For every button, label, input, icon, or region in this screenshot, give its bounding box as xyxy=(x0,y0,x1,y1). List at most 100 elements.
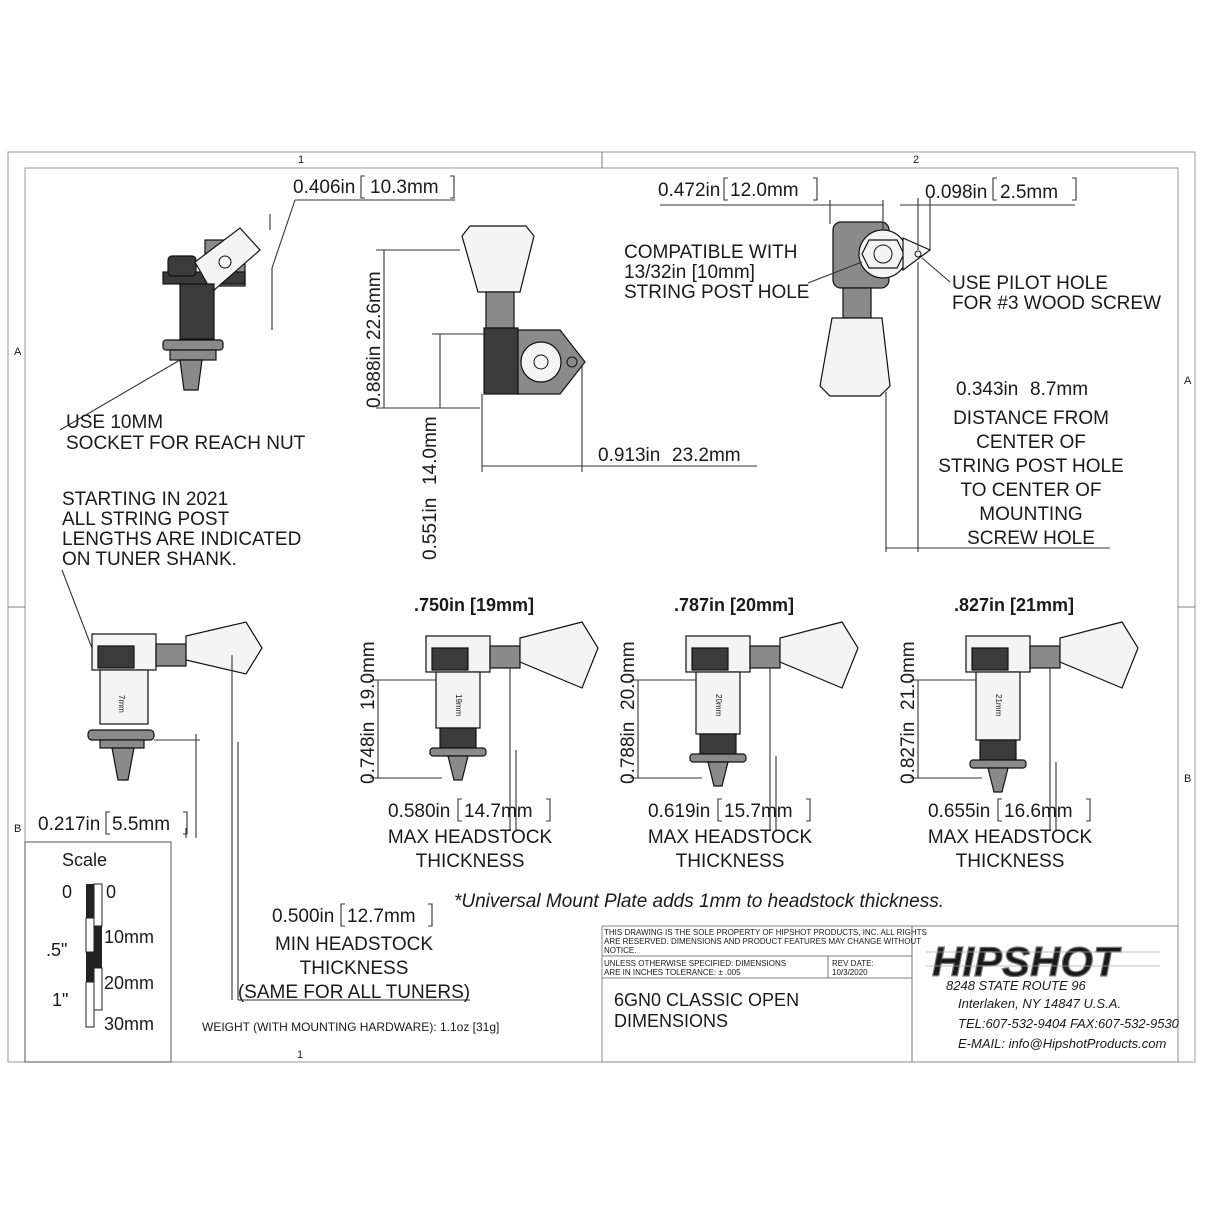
gear-icon xyxy=(97,645,135,669)
tuner-post-end xyxy=(179,359,203,391)
washer xyxy=(429,747,487,757)
tuner-neck xyxy=(485,291,515,329)
tuner-top-center-view xyxy=(461,225,586,395)
tuner-shank xyxy=(695,671,741,735)
distance-mm: 8.7mm xyxy=(1030,379,1088,400)
variant-height-mm: 21.0mm xyxy=(898,641,919,710)
tuner-neck xyxy=(489,645,521,669)
tolerance-line-2: ARE IN INCHES TOLERANCE: ± .005 xyxy=(604,968,741,977)
tuner-top-right-view xyxy=(819,221,932,397)
bracket xyxy=(457,798,551,822)
variant-label-line-1: MAX HEADSTOCK xyxy=(928,827,1093,848)
tuner-post-end xyxy=(447,755,469,781)
hipshot-logo: HIPSHOT xyxy=(932,938,1122,985)
min-label-line-1: MIN HEADSTOCK xyxy=(275,934,433,955)
property-note-line-3: NOTICE. xyxy=(604,946,636,955)
post-icon xyxy=(873,244,893,264)
variant-max-in: 0.619in xyxy=(648,801,710,822)
note-leader xyxy=(807,261,863,284)
bracket xyxy=(340,903,433,927)
variant-max-in: 0.580in xyxy=(388,801,450,822)
variant-max-mm: 15.7mm xyxy=(724,801,793,822)
variant-label-line-2: THICKNESS xyxy=(676,851,785,872)
address-line-4: E-MAIL: info@HipshotProducts.com xyxy=(958,1036,1166,1051)
bracket xyxy=(717,798,811,822)
right-small-mm: 2.5mm xyxy=(1000,182,1058,203)
string-post-gear xyxy=(167,255,197,277)
address-line-1: 8248 STATE ROUTE 96 xyxy=(946,978,1086,993)
threaded-bushing xyxy=(699,733,737,755)
zone-label-left-b: B xyxy=(14,823,21,835)
compat-note-line-3: STRING POST HOLE xyxy=(624,282,809,303)
tuner-shank xyxy=(179,283,215,340)
scale-bar xyxy=(85,883,103,1028)
zone-label-top-2: 2 xyxy=(913,154,919,166)
distance-note-line-4: TO CENTER OF xyxy=(960,480,1101,501)
variant-max-mm: 16.6mm xyxy=(1004,801,1073,822)
property-note-line-2: ARE RESERVED. DIMENSIONS AND PRODUCT FEA… xyxy=(604,937,921,946)
address-line-3: TEL:607-532-9404 FAX:607-532-9530 xyxy=(958,1016,1180,1031)
reach-nut xyxy=(87,729,155,741)
variant-height-mm: 19.0mm xyxy=(358,641,379,710)
tuner-post-end xyxy=(987,767,1009,793)
plate-tab xyxy=(902,237,932,272)
zone-label-bottom-1: 1 xyxy=(297,1049,303,1061)
dim-leader xyxy=(271,199,296,269)
tuner-shank xyxy=(435,671,481,729)
top-left-width-mm: 10.3mm xyxy=(370,177,439,198)
rev-label: REV DATE: xyxy=(832,959,874,968)
scale-mm-20: 20mm xyxy=(104,973,154,993)
tuner-key xyxy=(194,227,261,293)
pilot-note-line-2: FOR #3 WOOD SCREW xyxy=(952,293,1161,314)
tuner-post-end xyxy=(111,747,135,781)
side-dim-in: 0.217in xyxy=(38,814,100,835)
distance-in: 0.343in xyxy=(956,379,1018,400)
distance-note-line-5: MOUNTING xyxy=(979,504,1082,525)
center-height-lower-mm: 14.0mm xyxy=(420,416,441,485)
tuner-shank xyxy=(99,669,149,725)
washer xyxy=(169,349,217,361)
universal-mount-note: *Universal Mount Plate adds 1mm to heads… xyxy=(454,891,944,912)
compat-note-line-2: 13/32in [10mm] xyxy=(624,262,755,283)
string-post-hole-icon xyxy=(858,229,908,279)
note-leader xyxy=(59,359,181,431)
bracket xyxy=(723,177,818,201)
tolerance-line-1: UNLESS OTHERWISE SPECIFIED: DIMENSIONS xyxy=(604,959,786,968)
reach-nut xyxy=(162,339,224,351)
center-width-in: 0.913in xyxy=(598,445,660,466)
shank-mark: 19mm xyxy=(454,694,463,717)
screw-icon xyxy=(533,354,549,370)
shank-mark: 20mm xyxy=(714,694,723,717)
min-label-line-3: (SAME FOR ALL TUNERS) xyxy=(238,982,470,1003)
tuner-key xyxy=(519,621,599,689)
drawing-title-line-2: DIMENSIONS xyxy=(614,1011,728,1031)
threaded-bushing xyxy=(439,727,477,749)
pilot-hole-icon xyxy=(914,250,922,258)
mounting-hole-icon xyxy=(566,356,578,368)
right-width-mm: 12.0mm xyxy=(730,180,799,201)
shank-mark: 7mm xyxy=(117,695,126,713)
tuner-neck xyxy=(155,643,187,667)
center-height-lower-in: 0.551in xyxy=(420,498,441,560)
gear-icon xyxy=(520,341,562,383)
weight-note: WEIGHT (WITH MOUNTING HARDWARE): 1.1oz [… xyxy=(202,1020,499,1034)
variant-height-in: 0.748in xyxy=(358,722,379,784)
zone-label-top-1: 1 xyxy=(298,154,304,166)
tuner-key xyxy=(1059,621,1139,689)
distance-note-line-1: DISTANCE FROM xyxy=(953,408,1109,429)
compat-note-line-1: COMPATIBLE WITH xyxy=(624,242,797,263)
drawing-title-line-1: 6GN0 CLASSIC OPEN xyxy=(614,990,799,1010)
tuner-neck xyxy=(1029,645,1061,669)
post-length-note-line-2: ALL STRING POST xyxy=(62,509,230,530)
variant-title: .827in [21mm] xyxy=(954,595,1074,615)
right-width-in: 0.472in xyxy=(658,180,720,201)
scale-mm-10: 10mm xyxy=(104,927,154,947)
post-length-note-line-3: LENGTHS ARE INDICATED xyxy=(62,529,301,550)
variant-title: .787in [20mm] xyxy=(674,595,794,615)
washer xyxy=(99,739,145,749)
zone-label-right-a: A xyxy=(1184,375,1192,387)
tuner-top-left-view xyxy=(162,227,261,391)
